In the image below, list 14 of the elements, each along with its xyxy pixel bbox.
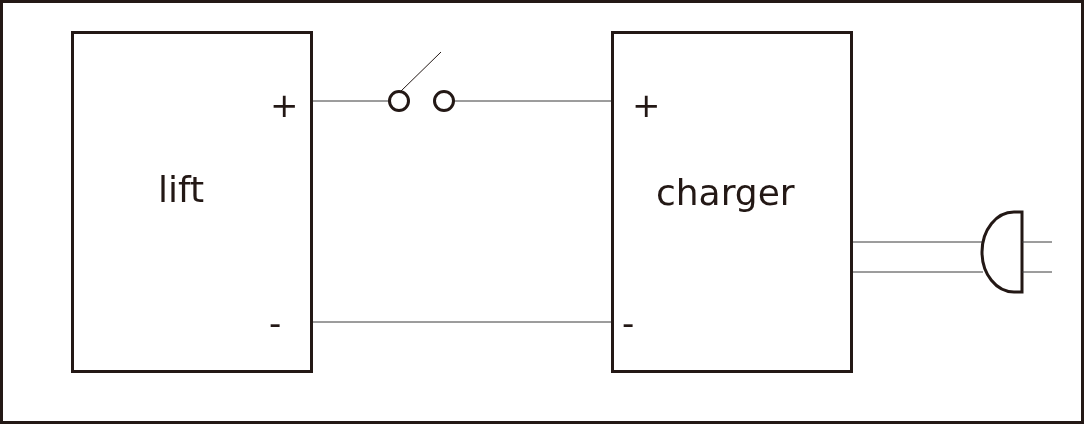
wire: [311, 321, 612, 323]
lift-box: [71, 31, 313, 373]
box-label: charger: [656, 175, 795, 211]
wire: [453, 100, 612, 102]
wire: [311, 100, 390, 102]
terminal-label: -: [622, 306, 635, 340]
terminal-label: -: [269, 306, 282, 340]
box-label: lift: [158, 172, 205, 208]
plug-symbol: [980, 210, 1054, 295]
wire: [851, 241, 984, 243]
terminal-label: +: [632, 88, 661, 122]
wire: [851, 271, 984, 273]
terminal-label: +: [270, 88, 299, 122]
charger-box: [611, 31, 853, 373]
